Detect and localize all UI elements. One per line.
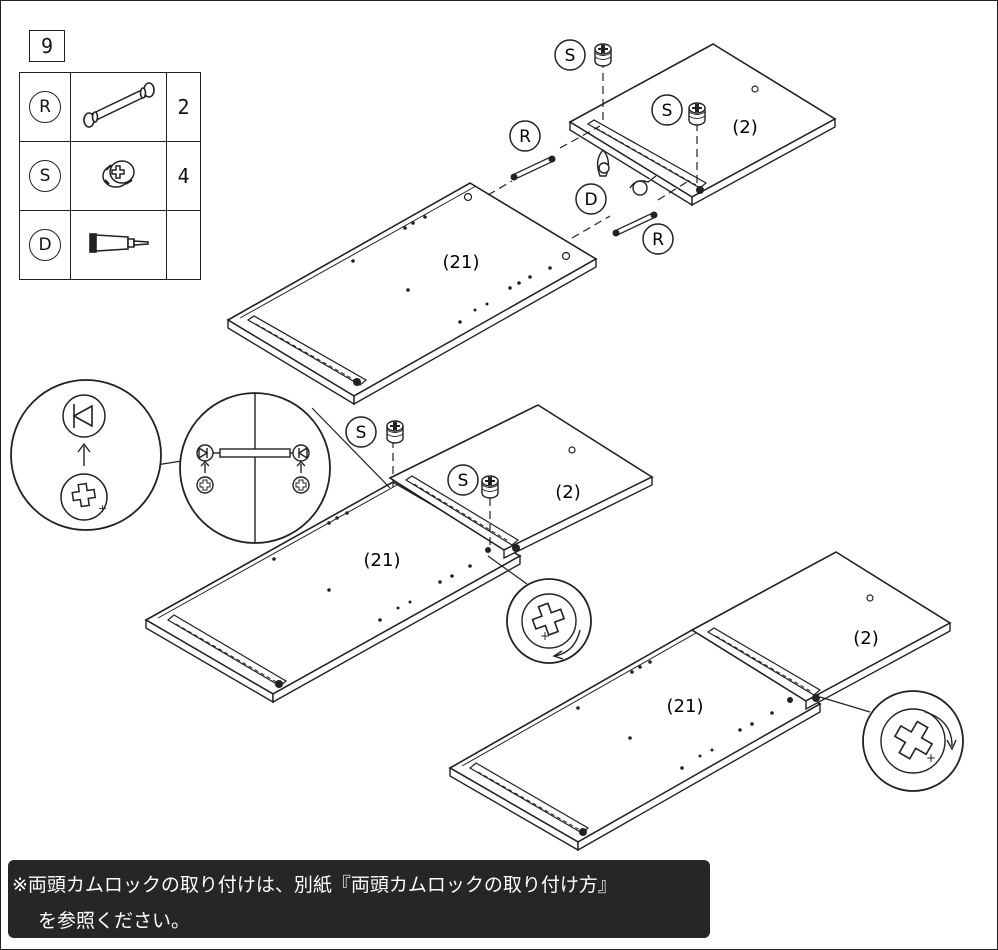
part-qty-d (166, 210, 201, 280)
callout-s-3: S (356, 423, 367, 443)
dowel-dashed-lines (487, 60, 698, 239)
svg-text:+: + (98, 502, 107, 515)
step-number: 9 (29, 30, 65, 62)
svg-text:(21): (21) (364, 550, 401, 571)
callout-s-1: S (565, 46, 576, 66)
cam-lock-middle-2 (481, 475, 499, 499)
glue-drop-icons (596, 148, 657, 196)
rotation-detail-middle: + (487, 555, 592, 664)
cam-dowel-icon (82, 82, 155, 128)
cam-lock-top-1 (594, 43, 612, 67)
part-label-r: R (29, 91, 61, 123)
callout-s-2: S (662, 101, 673, 121)
svg-text:+: + (540, 629, 550, 643)
cam-lock-top-2 (688, 102, 706, 126)
parts-table: R 2 S (19, 72, 201, 280)
callout-r-1: R (519, 127, 531, 147)
cam-lock-middle-1 (386, 420, 404, 444)
callout-d: D (584, 190, 597, 210)
svg-text:(21): (21) (443, 252, 480, 273)
cam-dowel-top-left (511, 156, 556, 181)
callout-s-4: S (458, 471, 469, 491)
panel-21-middle: (21) (144, 481, 522, 704)
panel-2-bottom: (2) (690, 551, 952, 711)
parts-row-d: D (19, 210, 201, 280)
panel-21-bottom: (21) (448, 629, 822, 852)
note-line-1: ※両頭カムロックの取り付けは、別紙『両頭カムロックの取り付け方』 (12, 874, 617, 896)
panel-21-label-bottom: 21 (674, 696, 697, 717)
rotation-detail-bottom: + (819, 690, 964, 792)
panel-21-label-top: 21 (450, 252, 473, 273)
callouts-middle: S S (345, 416, 479, 496)
panel-2-label-middle: 2 (562, 482, 573, 503)
svg-text:(2): (2) (853, 628, 879, 649)
panel-2-top: (2) (568, 43, 837, 207)
part-qty-r: 2 (166, 72, 201, 142)
panel-21-label-middle: 21 (371, 550, 394, 571)
svg-text:(2): (2) (732, 117, 758, 138)
callouts-top: S S R D R (509, 39, 683, 255)
part-label-d: D (29, 229, 61, 261)
panel-21-top: (21) (226, 182, 598, 406)
cam-lock-detail-callout: + (10, 379, 162, 531)
callout-r-2: R (652, 230, 664, 250)
svg-text:(2): (2) (555, 482, 581, 503)
cam-lock-icon (101, 160, 135, 188)
note-line-2: を参照ください。 (38, 910, 191, 932)
svg-text:(21): (21) (667, 696, 704, 717)
glue-tube-icon (88, 233, 149, 253)
panel-2-label-top: 2 (739, 117, 750, 138)
parts-row-s: S 4 (19, 141, 201, 211)
svg-text:+: + (926, 751, 936, 765)
dowel-detail-callout (149, 392, 391, 544)
panel-2-label-bottom: 2 (860, 628, 871, 649)
part-qty-s: 4 (166, 141, 201, 211)
note-box: ※両頭カムロックの取り付けは、別紙『両頭カムロックの取り付け方』 を参照ください… (8, 860, 710, 938)
part-label-s: S (29, 160, 61, 192)
